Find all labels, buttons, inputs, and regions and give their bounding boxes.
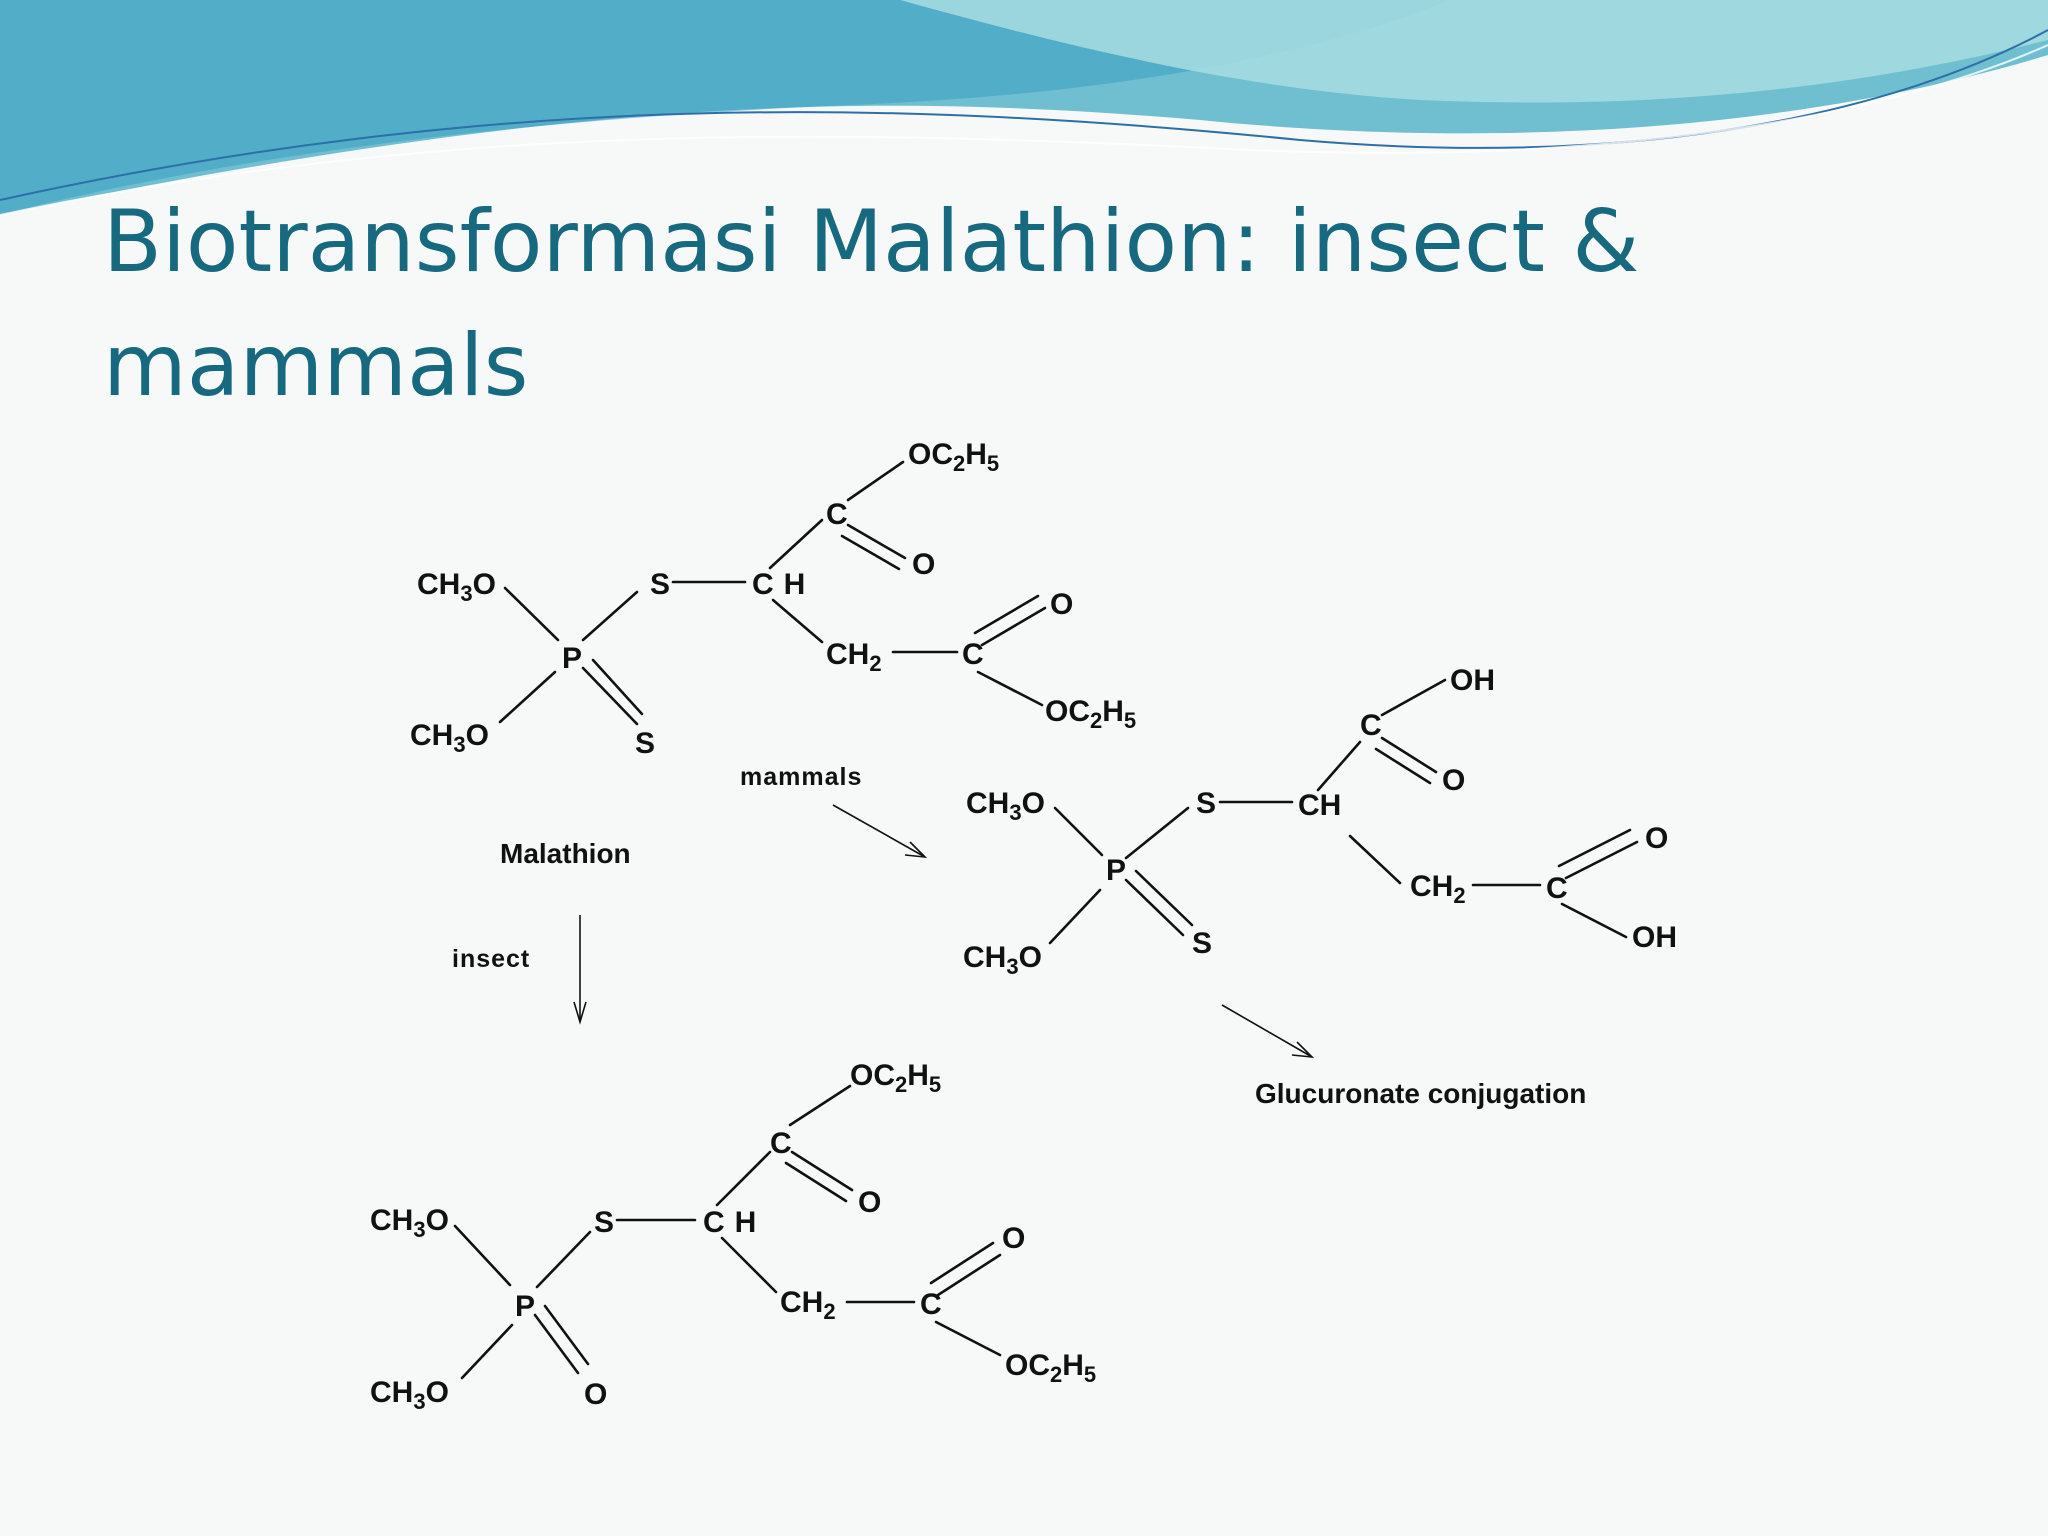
- ch3o-label: CH3O: [966, 787, 1045, 825]
- phosphorus-atom: P: [1106, 854, 1126, 887]
- hydroxyl-group: OH: [1450, 664, 1495, 697]
- carbon-atom: C: [826, 498, 848, 531]
- malathion-label: Malathion: [500, 838, 631, 869]
- ch2-group: CH2: [780, 1286, 836, 1324]
- oc2h5-group: OC2H5: [850, 1059, 941, 1097]
- oxygen-atom: O: [584, 1378, 607, 1411]
- oxygen-atom: O: [912, 548, 935, 581]
- sulfur-atom: S: [1192, 927, 1212, 960]
- ch2-group: CH2: [826, 638, 882, 676]
- insect-label: insect: [452, 945, 530, 973]
- header-wave-decoration: [0, 0, 2048, 216]
- carbon-atom: C: [770, 1127, 792, 1160]
- phosphorus-atom: P: [515, 1290, 535, 1323]
- oxygen-atom: O: [1002, 1222, 1025, 1255]
- phosphorus-atom: P: [562, 642, 582, 675]
- sulfur-atom: S: [1196, 787, 1216, 820]
- oxygen-atom: O: [1050, 588, 1073, 621]
- insect-arrow: insect: [452, 915, 587, 1025]
- mammals-label: mammals: [740, 763, 862, 791]
- glucuronate-conjugation-label: Glucuronate conjugation: [1255, 1078, 1586, 1109]
- oxygen-atom: O: [1645, 822, 1668, 855]
- glucuronate-arrow: Glucuronate conjugation: [1221, 1004, 1586, 1109]
- slide-title: Biotransformasi Malathion: insect & mamm…: [103, 192, 1640, 416]
- ch3o-label: CH3O: [370, 1376, 449, 1414]
- sulfur-atom: S: [635, 727, 655, 760]
- oxygen-atom: O: [858, 1186, 881, 1219]
- ch3o-label: CH3O: [370, 1204, 449, 1242]
- ch3o-label: CH3O: [410, 719, 489, 757]
- oc2h5-group: OC2H5: [908, 438, 999, 476]
- mammals-arrow: mammals: [740, 763, 928, 859]
- oxygen-atom: O: [1442, 764, 1465, 797]
- ch-group: CH: [1298, 789, 1341, 822]
- oc2h5-group: OC2H5: [1005, 1349, 1096, 1387]
- ch2-group: CH2: [1410, 870, 1466, 908]
- carbon-atom: C: [1546, 872, 1568, 905]
- ch3o-label: CH3O: [417, 568, 496, 606]
- sulfur-atom: S: [594, 1206, 614, 1239]
- carbon-atom: C: [962, 638, 984, 671]
- oc2h5-group: OC2H5: [1045, 695, 1136, 733]
- sulfur-atom: S: [650, 568, 670, 601]
- malathion-diacid-structure: CH3O CH3O P S S CH CH2 C O OH C O OH: [963, 664, 1677, 979]
- carbon-atom: C: [1360, 709, 1382, 742]
- ch3o-label: CH3O: [963, 941, 1042, 979]
- hydroxyl-group: OH: [1632, 921, 1677, 954]
- carbon-atom: C: [920, 1288, 942, 1321]
